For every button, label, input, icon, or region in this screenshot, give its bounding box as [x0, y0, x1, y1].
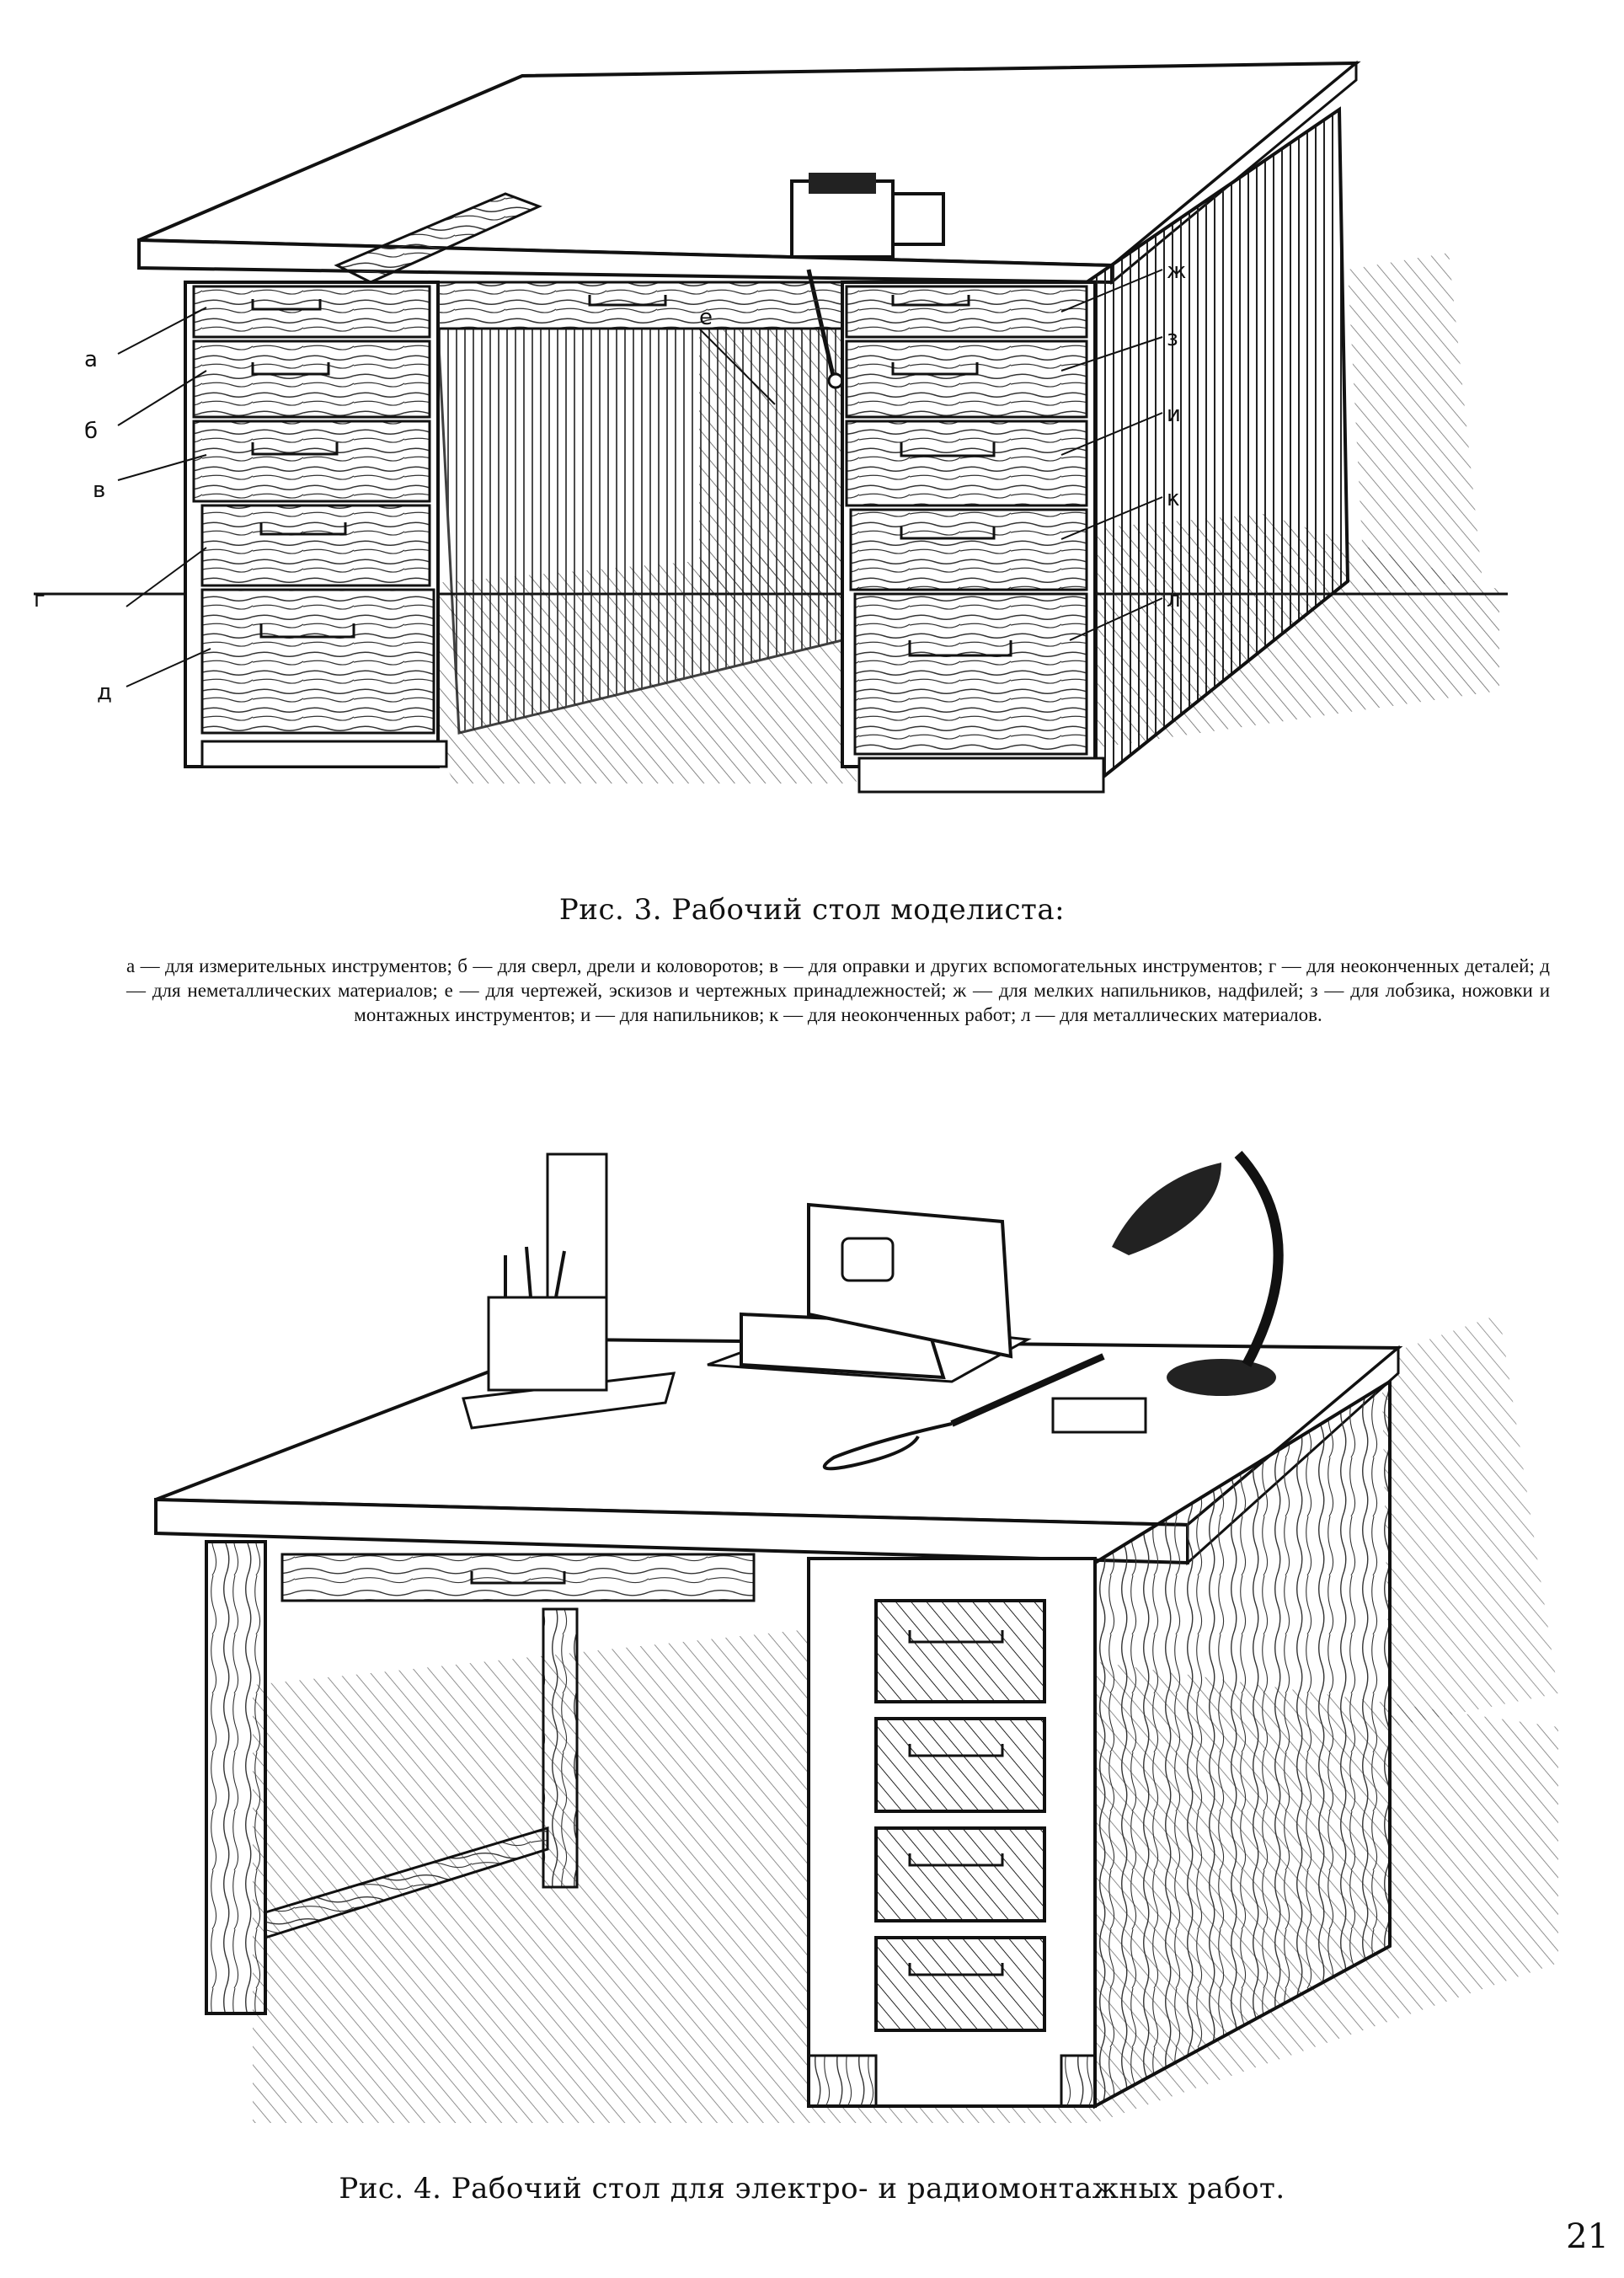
label-d: д	[97, 680, 112, 705]
drawer-z	[845, 340, 1088, 419]
label-i: и	[1167, 402, 1181, 427]
drawer-l	[853, 592, 1088, 756]
drawer-b	[192, 340, 431, 419]
page-number: 21	[1566, 2217, 1609, 2256]
figure-4-title: Рис. 4. Рабочий стол для электро- и ради…	[339, 2172, 1285, 2206]
drawer-d	[200, 588, 435, 735]
label-b: б	[84, 419, 98, 444]
label-e: е	[699, 305, 713, 330]
figure-3-modeler-desk: а б в г д е ж з и к л	[0, 0, 1624, 851]
pedestal-drawer-1	[874, 1599, 1046, 1703]
label-z: з	[1167, 326, 1178, 351]
label-a: а	[84, 347, 98, 372]
figure-3-drawing: а б в г д е ж з и к л	[34, 60, 1508, 794]
label-v: в	[93, 478, 105, 503]
bench-vise	[790, 173, 945, 389]
drawer-pedestal	[807, 1557, 1097, 2108]
soldering-iron	[822, 1353, 1147, 1471]
desk-lamp	[1112, 1150, 1284, 1396]
pedestal-drawer-3	[874, 1826, 1046, 1922]
figure-3-title: Рис. 3. Рабочий стол моделиста:	[558, 893, 1066, 927]
test-instrument	[707, 1202, 1032, 1383]
drawer-k	[849, 508, 1088, 591]
tool-stand	[462, 1152, 676, 1430]
pedestal-drawer-4	[874, 1936, 1046, 2032]
figure-4-drawing	[154, 1150, 1558, 2123]
figure-4-electronics-desk	[0, 1104, 1624, 2157]
drawer-e	[436, 281, 844, 330]
drawer-zh	[845, 285, 1088, 339]
pedestal-drawer-2	[874, 1717, 1046, 1813]
drawer-labels: а б в г д е ж з и к л	[34, 259, 1186, 705]
left-pedestal	[184, 281, 448, 768]
label-k: к	[1167, 486, 1180, 511]
label-zh: ж	[1167, 259, 1186, 284]
left-legs	[205, 1540, 579, 2015]
drawer-g	[200, 504, 431, 587]
figure-3-legend: а — для измерительных инструментов; б — …	[126, 955, 1550, 1025]
drafting-board	[334, 192, 542, 284]
drawer-v	[192, 420, 431, 503]
label-g: г	[34, 587, 45, 612]
drawer-i	[845, 420, 1088, 507]
leader-lines	[117, 269, 1163, 687]
knee-space	[436, 327, 844, 735]
right-pedestal	[841, 281, 1105, 794]
apron-drawer	[280, 1553, 756, 1602]
drawer-a	[192, 285, 431, 339]
label-l: л	[1167, 587, 1181, 612]
